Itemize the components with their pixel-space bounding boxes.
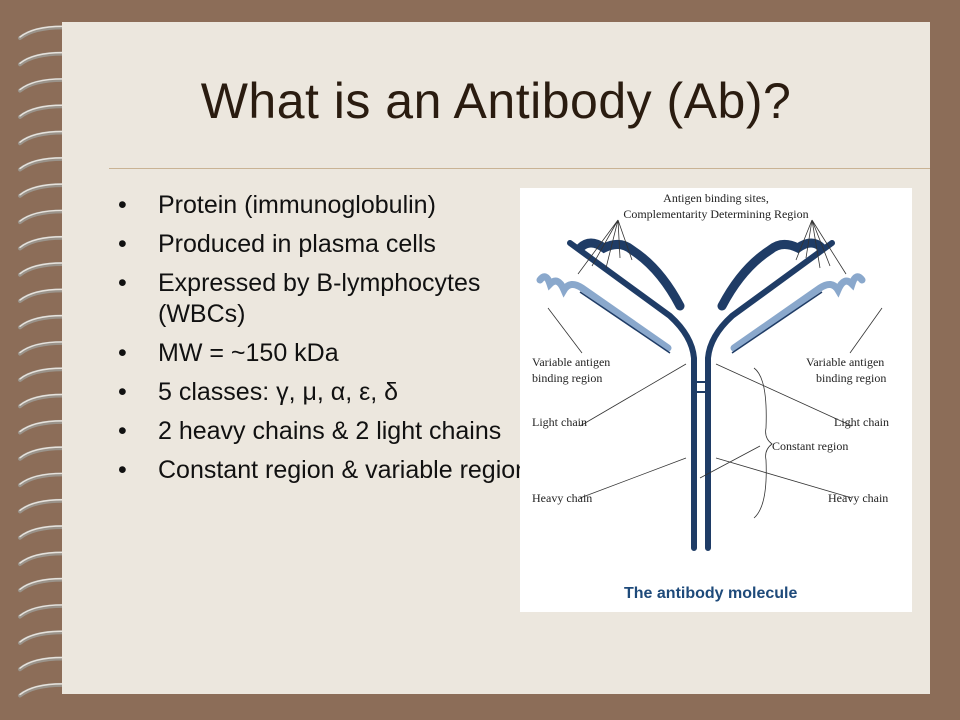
bullet-item: • 5 classes: γ, μ, α, ε, δ: [112, 377, 532, 408]
label-variable-right-1: Variable antigen: [806, 355, 884, 369]
bullet-text: Protein (immunoglobulin): [158, 191, 436, 219]
label-variable-left-2: binding region: [532, 371, 602, 385]
antibody-figure: Antigen binding sites, Complementarity D…: [520, 188, 912, 612]
bullet-dot-icon: •: [118, 417, 127, 445]
bullet-text: Expressed by B-lymphocytes (WBCs): [158, 269, 481, 328]
light-chain-outline: [579, 291, 823, 354]
heavy-variable-right: [717, 238, 827, 311]
heavy-chain-left: [567, 240, 697, 551]
label-cdr: Complementarity Determining Region: [623, 207, 808, 221]
bullet-dot-icon: •: [118, 269, 127, 297]
label-antigen-binding-sites: Antigen binding sites,: [663, 191, 769, 205]
bullet-dot-icon: •: [118, 456, 127, 484]
bullet-item: • Protein (immunoglobulin): [112, 190, 532, 221]
label-variable-left-1: Variable antigen: [532, 355, 610, 369]
bullet-item: • Expressed by B-lymphocytes (WBCs): [112, 268, 532, 330]
slide-page: What is an Antibody (Ab)? • Protein (immu…: [62, 22, 930, 694]
bullet-dot-icon: •: [118, 191, 127, 219]
bullet-item: • MW = ~150 kDa: [112, 338, 532, 369]
bullet-item: • Produced in plasma cells: [112, 229, 532, 260]
title-divider: [109, 168, 930, 169]
bullet-dot-icon: •: [118, 378, 127, 406]
bullet-item: • 2 heavy chains & 2 light chains: [112, 416, 532, 447]
heavy-variable-left: [575, 238, 685, 311]
heavy-chain-right: [705, 240, 835, 551]
bullet-text: Constant region & variable region: [158, 456, 530, 484]
light-chain-right: [730, 273, 866, 352]
light-chains: [536, 273, 866, 352]
label-light-chain-right: Light chain: [834, 415, 889, 429]
bullet-text: Produced in plasma cells: [158, 230, 436, 258]
figure-caption: The antibody molecule: [624, 585, 797, 602]
label-variable-right-2: binding region: [816, 371, 886, 385]
bullet-text: 2 heavy chains & 2 light chains: [158, 417, 502, 445]
label-light-chain-left: Light chain: [532, 415, 587, 429]
heavy-chains: [567, 238, 835, 551]
bullet-item: • Constant region & variable region: [112, 455, 532, 486]
label-heavy-chain-right: Heavy chain: [828, 491, 888, 505]
slide-title: What is an Antibody (Ab)?: [200, 73, 792, 129]
label-heavy-chain-left: Heavy chain: [532, 491, 592, 505]
bullet-list: • Protein (immunoglobulin) • Produced in p…: [112, 190, 532, 494]
bullet-dot-icon: •: [118, 339, 127, 367]
antibody-diagram: Antigen binding sites, Complementarity D…: [532, 191, 889, 602]
bullet-text: MW = ~150 kDa: [158, 339, 339, 367]
binding-site-lines: [547, 219, 883, 519]
label-constant-region: Constant region: [772, 439, 848, 453]
bullet-text: 5 classes: γ, μ, α, ε, δ: [158, 378, 399, 406]
light-chain-left: [536, 273, 672, 352]
disulfide-bonds: [696, 381, 706, 393]
bullet-dot-icon: •: [118, 230, 127, 258]
